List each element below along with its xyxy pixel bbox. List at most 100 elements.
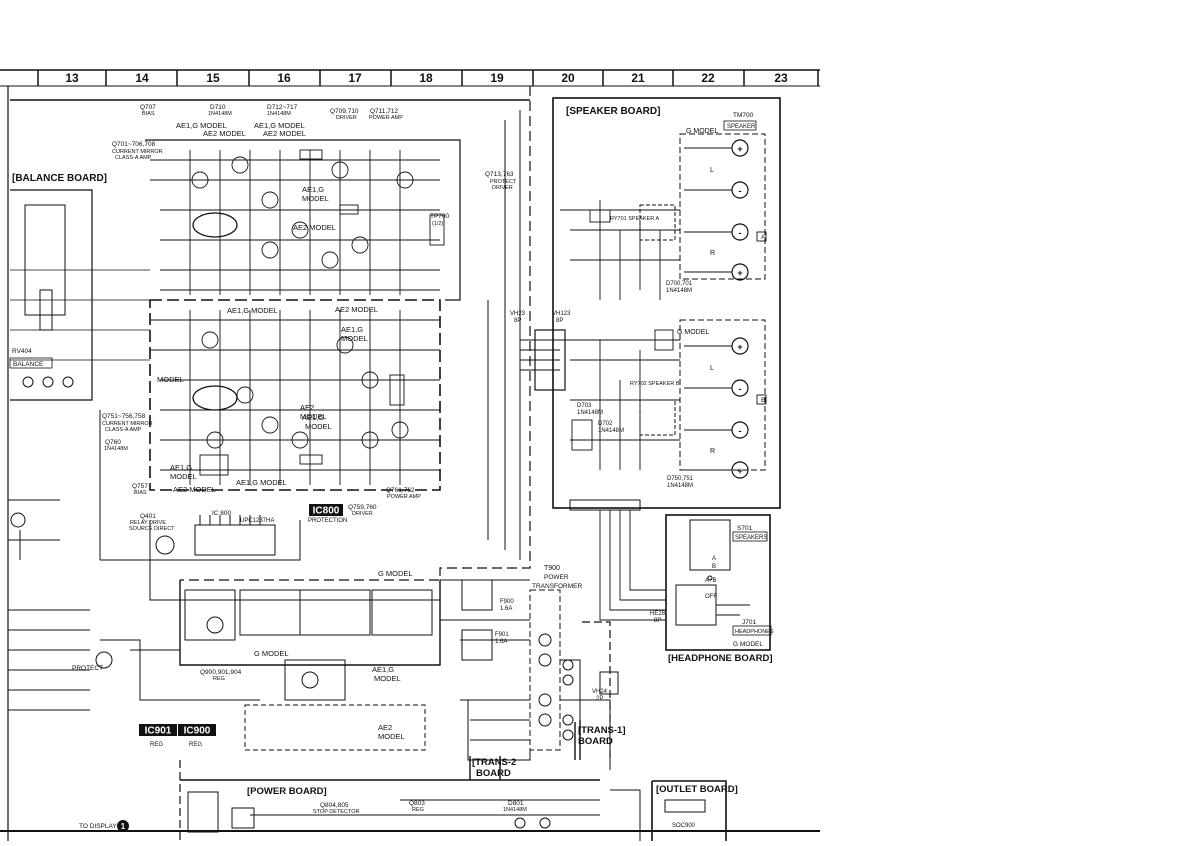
model-label-ae2-3: AE2 MODEL	[335, 305, 378, 314]
model-label-ae1g-1: AE1,G MODEL	[176, 121, 227, 130]
spk-a-tag: A	[761, 234, 766, 241]
ic901-reg: REG	[150, 742, 163, 748]
model-label-ae2-7b: MODEL	[378, 732, 405, 741]
q751-label: Q751~756,758	[102, 413, 146, 420]
vh23-label: VH23	[510, 311, 526, 317]
vh123-label: VH123	[552, 311, 571, 317]
q701-sub1: CURRENT MIRROR	[112, 149, 163, 155]
d703-sub: 1N4148M	[577, 410, 603, 416]
q707-sub: BIAS	[142, 111, 155, 117]
column-13: 13	[65, 71, 79, 85]
spk-b-l-minus: -	[739, 384, 742, 394]
q900-sub: REG	[213, 676, 225, 682]
spk-a-l-minus: -	[739, 186, 742, 196]
speaker-board	[520, 97, 781, 511]
model-label-ae2-6: AE2 MODEL	[173, 485, 216, 494]
ic800-label: IC800	[313, 506, 340, 517]
sw-pos-a: A	[712, 556, 716, 562]
spk-a-r-minus: -	[739, 228, 742, 238]
model-label-model: MODEL	[157, 375, 184, 384]
model-label-ae2-5b: MODEL	[300, 412, 327, 421]
spk-b-l-plus: +	[737, 342, 742, 352]
model-label-g-1: G MODEL	[378, 569, 413, 578]
model-label-ae1g-5a: AE1,G	[341, 325, 363, 334]
t900-line1: POWER	[544, 574, 569, 581]
model-label-ae1g-9a: AE1,G	[372, 665, 394, 674]
s701-label: S701	[737, 525, 753, 532]
ic800-badge	[309, 504, 343, 516]
t900-name: T900	[544, 565, 560, 572]
speaker-g-model-a: G MODEL	[686, 128, 718, 135]
vh23-sub: 8P	[514, 318, 521, 324]
d710-label: D710	[210, 104, 226, 111]
q803-label: Q803	[409, 800, 425, 807]
q713-label: Q713,763	[485, 171, 514, 178]
q709-label: Q709,710	[330, 108, 359, 115]
spk-b-r-plus: +	[737, 466, 742, 476]
model-label-g-2: G MODEL	[254, 649, 289, 658]
model-label-ae1g-7b: MODEL	[170, 472, 197, 481]
model-label-ae1g-6b: MODEL	[305, 422, 332, 431]
to-display-label: TO DISPLAY	[79, 823, 117, 830]
q401-sub2: SOURCE DIRECT	[129, 526, 175, 532]
column-21: 21	[631, 71, 645, 85]
d702-sub: 1N4148M	[598, 428, 624, 434]
speaker-board-label: [SPEAKER BOARD]	[566, 106, 660, 117]
q757-sub: BIAS	[134, 490, 147, 496]
trans2-board	[469, 756, 501, 780]
d710-sub: 1N4148M	[208, 111, 232, 117]
spk-a-r: R	[710, 250, 715, 257]
tp700-label: TP700	[430, 213, 450, 220]
relay-a-label: RY701 SPEAKER A	[610, 216, 659, 222]
column-20: 20	[561, 71, 575, 85]
balance-board-label: [BALANCE BOARD]	[12, 173, 107, 184]
vh123-sub: 8P	[556, 318, 563, 324]
q900-label: Q900,901,904	[200, 669, 242, 676]
q804-sub: STOP DETECTOR	[313, 809, 359, 815]
column-16: 16	[277, 71, 291, 85]
model-label-ae1g-2: AE1,G MODEL	[254, 121, 305, 130]
model-label-ae1g-3: AE1,G MODEL	[227, 306, 278, 315]
q803-sub: REG	[412, 807, 424, 813]
model-label-ae1g-8: AE1,G MODEL	[236, 478, 287, 487]
display-connector-badge	[117, 820, 129, 832]
power-board-label: [POWER BOARD]	[247, 786, 327, 797]
column-15: 15	[206, 71, 220, 85]
model-label-ae2-7a: AE2	[378, 723, 392, 732]
q804-label: Q804,805	[320, 802, 349, 809]
column-18: 18	[419, 71, 433, 85]
trans2-label-a: [TRANS-2	[472, 757, 516, 768]
spk-b-tag: B	[761, 397, 765, 404]
outlet-board	[610, 780, 727, 841]
he28-label: HE28	[650, 611, 666, 617]
q759-label: Q759,760	[348, 504, 377, 511]
headphone-g-model: G MODEL	[733, 641, 763, 648]
spk-b-r-minus: -	[739, 426, 742, 436]
balance-tag: BALANCE	[13, 361, 44, 368]
column-ruler	[0, 69, 820, 87]
trans1-board	[574, 621, 611, 760]
ic900-badge	[178, 724, 216, 736]
q713-sub1: PROTECT	[490, 179, 517, 185]
d712-sub: 1N4148M	[267, 111, 291, 117]
sw-pos-off: OFF	[705, 594, 717, 600]
trans2-label-b: BOARD	[476, 768, 511, 779]
d712-label: D712~717	[267, 104, 298, 111]
left-lower-section	[8, 410, 180, 711]
d750-sub: 1N4148M	[667, 483, 693, 489]
s701-speakers-tag: SPEAKERS	[735, 535, 767, 541]
balance-board	[10, 189, 150, 401]
protection-ic-block	[149, 515, 440, 601]
column-19: 19	[490, 71, 504, 85]
q401-sub1: RELAY DRIVE	[130, 520, 166, 526]
q761-sub: POWER AMP	[387, 494, 421, 500]
d801-sub: 1N4148M	[503, 807, 527, 813]
spk-b-r: R	[710, 448, 715, 455]
q711-label: Q711,712	[370, 108, 398, 115]
spk-a-l-plus: +	[737, 144, 742, 154]
tp700-sub: (1/2)	[432, 221, 443, 227]
q711-sub: POWER AMP	[369, 115, 403, 121]
headphone-board	[599, 510, 771, 651]
he28-sub: 8P	[654, 618, 661, 624]
ic800-func: PROTECTION	[308, 518, 347, 524]
